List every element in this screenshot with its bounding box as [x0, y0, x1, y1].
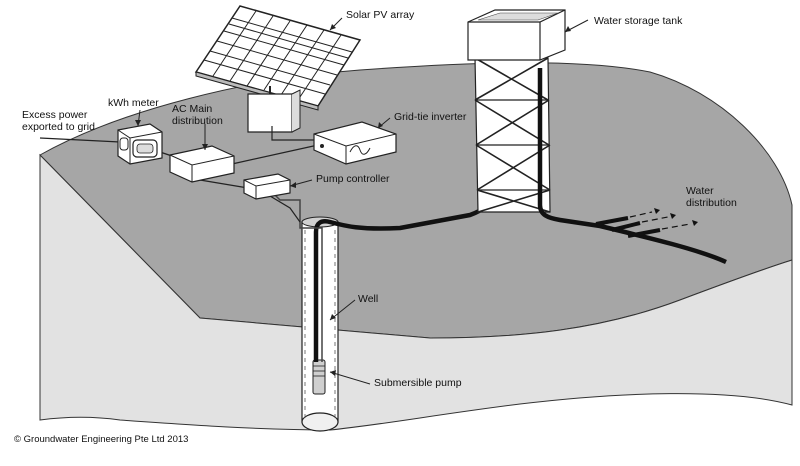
- distribution-pipes: [595, 208, 698, 238]
- label-water-distribution-line1: Water: [686, 185, 714, 197]
- ground-section: [39, 153, 793, 431]
- label-kwh-meter: kWh meter: [108, 97, 159, 109]
- label-solar-pv-array: Solar PV array: [346, 9, 415, 21]
- label-excess-power-line2: exported to grid: [22, 121, 95, 133]
- label-submersible-pump: Submersible pump: [374, 377, 462, 389]
- label-ac-main-line1: AC Main: [172, 103, 212, 115]
- label-water-storage-tank: Water storage tank: [594, 15, 683, 27]
- ac-main-distribution-box: [169, 145, 235, 183]
- label-pump-controller: Pump controller: [316, 173, 390, 185]
- grid-tie-inverter: [313, 121, 397, 165]
- outlet-pipe: [537, 68, 727, 265]
- submersible-pump: [312, 359, 326, 395]
- label-excess-power-line1: Excess power: [22, 109, 88, 121]
- surface-wiring: [39, 126, 319, 223]
- leader-arrowheads: [135, 24, 571, 376]
- copyright-notice: © Groundwater Engineering Pte Ltd 2013: [14, 434, 188, 445]
- well-bore: [301, 216, 339, 432]
- label-grid-tie-inverter: Grid-tie inverter: [394, 111, 467, 123]
- pump-controller: [243, 173, 291, 200]
- kwh-meter: [117, 123, 163, 165]
- label-ac-main-line2: distribution: [172, 115, 223, 127]
- pump-cable: [269, 189, 323, 362]
- label-well: Well: [358, 293, 378, 305]
- label-water-distribution-line2: distribution: [686, 197, 737, 209]
- solar-pv-array: [194, 5, 362, 133]
- water-storage-tank: [467, 9, 566, 61]
- tank-tower: [474, 57, 551, 213]
